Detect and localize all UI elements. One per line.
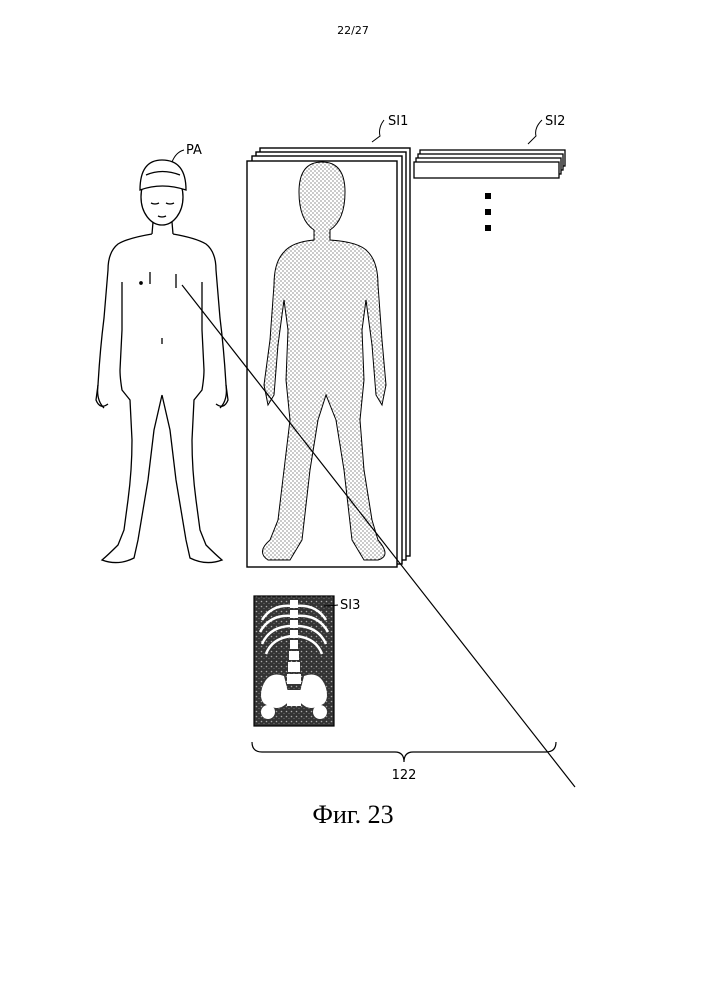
image-set-3-label: SI3 <box>340 598 360 613</box>
image-set-2-leader <box>528 120 542 144</box>
image-set-2-label: SI2 <box>545 114 565 129</box>
image-set-1-label: SI1 <box>388 114 408 129</box>
group-ref-label: 122 <box>392 768 417 783</box>
group-brace <box>252 742 556 762</box>
image-set-1-leader <box>372 120 384 142</box>
xray-image <box>254 596 334 726</box>
patient-leader <box>172 150 184 162</box>
image-set-2-stack <box>414 150 565 178</box>
figure-caption: Фиг. 23 <box>0 800 706 830</box>
ellipsis-dots <box>485 193 491 231</box>
patient-figure <box>96 160 228 563</box>
patient-label: PA <box>186 143 202 158</box>
